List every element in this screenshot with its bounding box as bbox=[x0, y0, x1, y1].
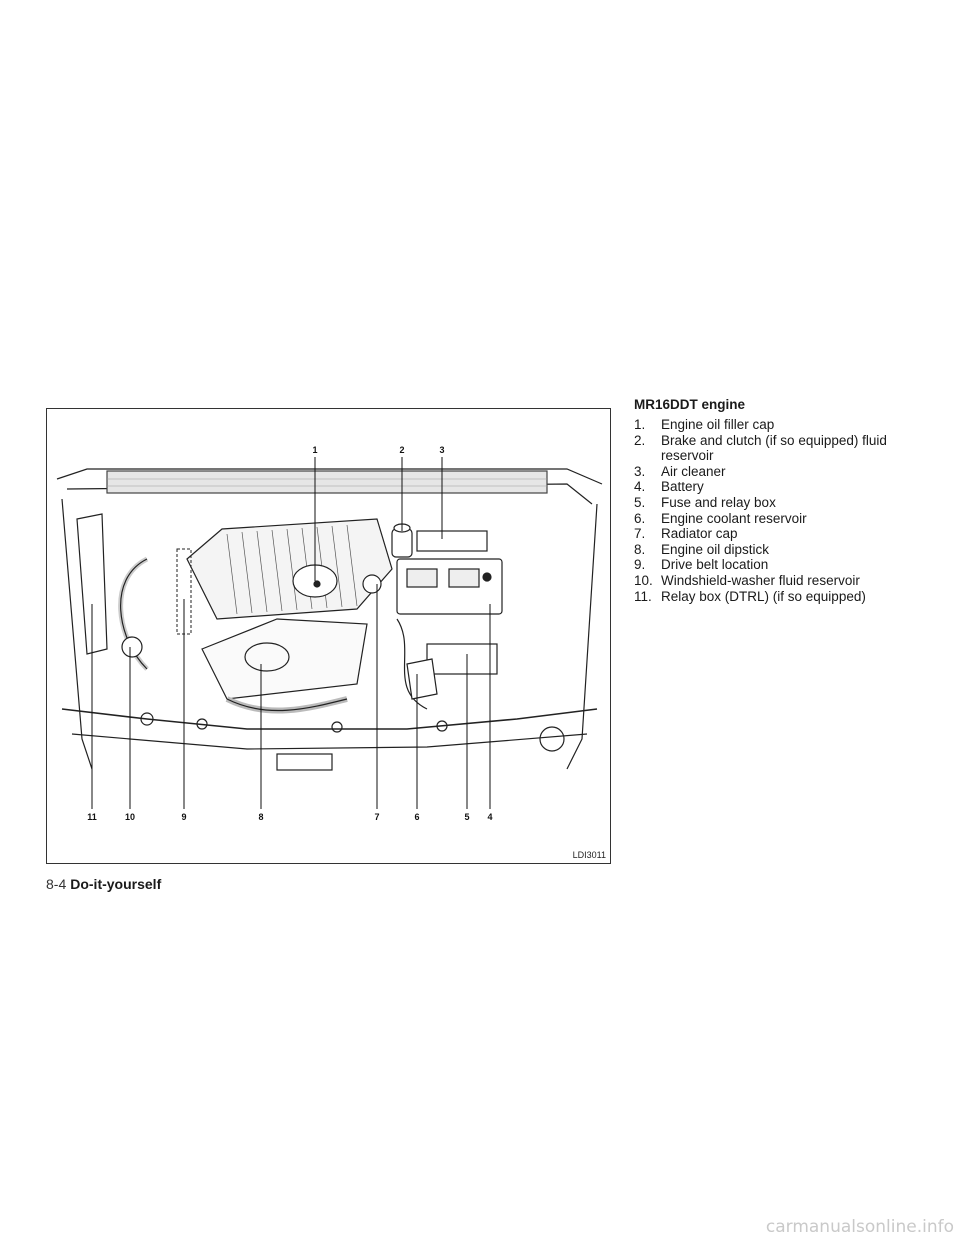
callout-1: 1 bbox=[312, 445, 318, 455]
callout-5: 5 bbox=[464, 812, 470, 822]
callout-7: 7 bbox=[374, 812, 380, 822]
legend-num: 10. bbox=[634, 572, 653, 588]
page-number: 8-4 bbox=[46, 876, 67, 892]
legend-item: 3. Air cleaner bbox=[634, 464, 934, 480]
legend-text: Battery bbox=[661, 479, 704, 495]
callout-8: 8 bbox=[258, 812, 264, 822]
watermark: carmanualsonline.info bbox=[765, 1217, 954, 1237]
legend-num: 8. bbox=[634, 541, 646, 557]
engine-compartment-figure: 1 2 3 4 5 6 7 8 9 10 11 LDI3011 bbox=[46, 408, 611, 864]
legend-item: 2. Brake and clutch (if so equipped) flui… bbox=[634, 433, 934, 464]
callout-3: 3 bbox=[439, 445, 445, 455]
legend-num: 1. bbox=[634, 417, 646, 432]
callout-11: 11 bbox=[87, 812, 97, 822]
figure-code: LDI3011 bbox=[572, 850, 606, 860]
legend-text: Windshield-washer fluid reservoir bbox=[661, 572, 860, 588]
legend-text: Air cleaner bbox=[661, 463, 726, 479]
legend-num: 3. bbox=[634, 463, 646, 479]
legend-text: Engine oil filler cap bbox=[661, 417, 775, 432]
legend-num: 4. bbox=[634, 479, 646, 495]
legend-text: Relay box (DTRL) (if so equipped) bbox=[661, 588, 866, 604]
legend-item: 1. Engine oil filler cap bbox=[634, 417, 934, 433]
legend-list: 1. Engine oil filler cap 2. Brake and clut… bbox=[634, 417, 934, 604]
legend-text: Engine oil dipstick bbox=[661, 541, 770, 557]
section-title: Do-it-yourself bbox=[70, 876, 162, 892]
legend-item: 11. Relay box (DTRL) (if so equipped) bbox=[634, 589, 934, 605]
legend-item: 8. Engine oil dipstick bbox=[634, 542, 934, 558]
legend-text: Fuse and relay box bbox=[661, 494, 776, 510]
engine-compartment-illustration bbox=[56, 457, 603, 809]
legend-text: Radiator cap bbox=[661, 526, 738, 542]
callout-6: 6 bbox=[414, 812, 420, 822]
legend-item: 9. Drive belt location bbox=[634, 557, 934, 573]
legend-text: Engine coolant reservoir bbox=[661, 510, 807, 526]
legend-item: 4. Battery bbox=[634, 479, 934, 495]
callout-4: 4 bbox=[487, 812, 493, 822]
legend-item: 6. Engine coolant reservoir bbox=[634, 511, 934, 527]
engine-legend: MR16DDT engine 1. Engine oil filler cap 2… bbox=[634, 397, 934, 604]
legend-item: 7. Radiator cap bbox=[634, 526, 934, 542]
callout-10: 10 bbox=[124, 812, 136, 822]
legend-num: 9. bbox=[634, 557, 646, 573]
legend-num: 5. bbox=[634, 494, 646, 510]
legend-text: Drive belt location bbox=[661, 557, 769, 573]
legend-num: 7. bbox=[634, 526, 646, 542]
legend-text: Brake and clutch (if so equipped) fluid … bbox=[661, 432, 887, 464]
legend-num: 11. bbox=[634, 588, 652, 604]
legend-num: 6. bbox=[634, 510, 646, 526]
legend-title: MR16DDT engine bbox=[634, 397, 746, 412]
legend-num: 2. bbox=[634, 432, 646, 448]
callout-2: 2 bbox=[399, 445, 405, 455]
legend-item: 5. Fuse and relay box bbox=[634, 495, 934, 511]
legend-item: 10. Windshield-washer fluid reservoir bbox=[634, 573, 934, 589]
callout-9: 9 bbox=[181, 812, 187, 822]
